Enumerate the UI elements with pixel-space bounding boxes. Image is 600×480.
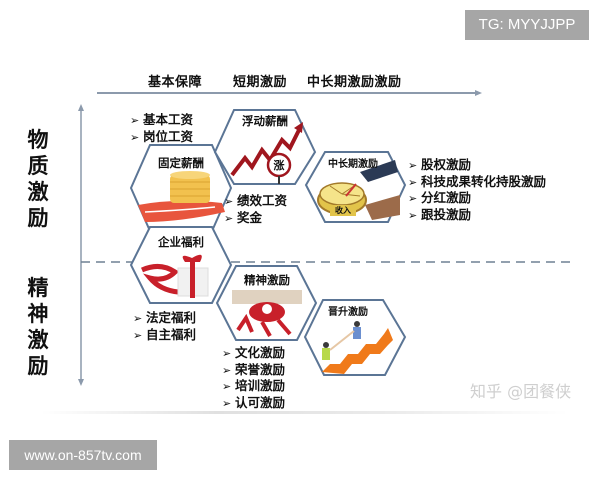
arrow-head-down: [78, 379, 84, 386]
bullets-spiritual: 文化激励 荣誉激励 培训激励 认可激励: [222, 345, 285, 411]
hexagon-floating-pay: [213, 109, 317, 185]
hex-title-fixed-pay: 固定薪酬: [158, 156, 204, 170]
bullet-item: 基本工资: [130, 112, 193, 129]
bullets-fixed-pay: 基本工资 岗位工资: [130, 112, 193, 145]
bullet-item: 绩效工资: [224, 193, 287, 210]
arrow-head-right: [475, 90, 482, 96]
bullet-item: 科技成果转化持股激励: [408, 174, 546, 191]
stairs-climb-icon: [322, 321, 393, 374]
spiritual-incentive-label: 精 神 激 励: [25, 275, 51, 379]
bottom-edge-shadow: [40, 411, 570, 414]
label-char: 神: [27, 301, 49, 326]
bullet-item: 自主福利: [133, 327, 196, 344]
zhihu-watermark: 知乎 @团餐侠: [470, 382, 572, 401]
material-incentive-label: 物 质 激 励: [25, 127, 51, 231]
coins-hand-icon: [138, 171, 225, 222]
bullets-welfare: 法定福利 自主福利: [133, 310, 196, 343]
bullet-item: 法定福利: [133, 310, 196, 327]
label-char: 励: [27, 205, 49, 230]
rise-badge-text: 涨: [273, 159, 285, 172]
bullets-floating-pay: 绩效工资 奖金: [224, 193, 287, 226]
axis-label-short-term: 短期激励: [233, 75, 288, 90]
hexagon-spiritual: [215, 265, 318, 341]
hexagon-promotion: [303, 299, 407, 376]
url-badge[interactable]: www.on-857tv.com: [9, 440, 157, 470]
label-char: 精: [27, 275, 49, 300]
hex-title-floating-pay: 浮动薪酬: [242, 114, 288, 128]
hex-title-welfare: 企业福利: [158, 235, 204, 249]
bullet-item: 培训激励: [222, 378, 285, 395]
bullet-item: 分红激励: [408, 190, 546, 207]
axis-label-basic-security: 基本保障: [148, 75, 203, 90]
bullets-long-term: 股权激励 科技成果转化持股激励 分红激励 跟投激励: [408, 157, 546, 223]
label-char: 励: [27, 353, 49, 378]
hex-title-promotion: 晋升激励: [328, 307, 368, 318]
hex-title-spiritual: 精神激励: [244, 273, 290, 287]
bullet-item: 文化激励: [222, 345, 285, 362]
tg-badge: TG: MYYJJPP: [465, 10, 589, 40]
spiritual-collage-icon: [232, 290, 302, 337]
gift-box-icon: [140, 254, 209, 298]
axis-label-mid-long-term: 中长期激励激励: [307, 75, 402, 90]
bullet-item: 认可激励: [222, 395, 285, 412]
label-char: 激: [27, 327, 49, 352]
bullet-item: 奖金: [224, 210, 287, 227]
bullet-item: 荣誉激励: [222, 362, 285, 379]
arrow-head-up: [78, 104, 84, 111]
label-char: 物: [27, 127, 49, 152]
income-badge-text: 收入: [330, 205, 356, 216]
label-char: 质: [27, 153, 49, 178]
label-char: 激: [27, 179, 49, 204]
bullet-item: 跟投激励: [408, 207, 546, 224]
rising-chart-icon: [230, 122, 303, 184]
bullet-item: 股权激励: [408, 157, 546, 174]
hex-title-long-term: 中长期激励: [328, 159, 378, 170]
hexagon-welfare: [129, 226, 233, 304]
bullet-item: 岗位工资: [130, 129, 193, 146]
